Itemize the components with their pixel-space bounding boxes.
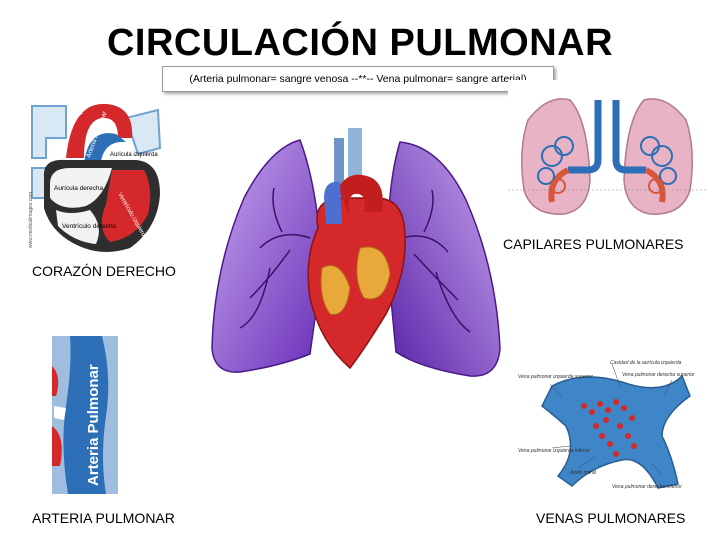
label-artery: Arteria Pulmonar bbox=[85, 364, 102, 486]
label-watermark: www.medicalimages.com bbox=[28, 192, 34, 248]
caption-capillaries: CAPILARES PULMONARES bbox=[503, 236, 684, 252]
caption-artery: ARTERIA PULMONAR bbox=[32, 510, 175, 526]
label-left-superior: Vena pulmonar izquierda superior bbox=[518, 374, 593, 380]
capillaries-diagram bbox=[508, 80, 706, 220]
subtitle-box: (Arteria pulmonar= sangre venosa --**-- … bbox=[162, 66, 554, 92]
caption-veins: VENAS PULMONARES bbox=[536, 510, 686, 526]
label-atrium-cavity: Cavidad de la aurícula izquierda bbox=[610, 360, 682, 366]
pulmonary-artery-image: Arteria Pulmonar bbox=[52, 336, 118, 494]
label-left-inferior: Vena pulmonar izquierda inferior bbox=[518, 448, 590, 454]
pulmonary-veins-diagram: Cavidad de la aurícula izquierda Vena pu… bbox=[512, 356, 702, 498]
caption-right-heart: CORAZÓN DERECHO bbox=[32, 263, 176, 279]
label-mitral: Anillo mitral bbox=[569, 470, 597, 476]
page-title: CIRCULACIÓN PULMONAR bbox=[106, 22, 614, 64]
lungs-heart-illustration bbox=[211, 128, 501, 377]
right-heart-diagram: Aorta Arteria Pulmonar Auricula izquierd… bbox=[26, 98, 164, 256]
label-left-atrium: Auricula izquierda bbox=[110, 152, 158, 158]
label-right-superior: Vena pulmonar derecha superior bbox=[622, 372, 695, 378]
label-right-inferior: Vena pulmonar derecha inferior bbox=[612, 484, 682, 490]
subtitle-text: (Arteria pulmonar= sangre venosa --**-- … bbox=[189, 73, 527, 85]
label-right-ventricle: Ventrículo derecho bbox=[62, 223, 117, 230]
label-right-atrium: Aurícula derecha bbox=[54, 185, 104, 192]
